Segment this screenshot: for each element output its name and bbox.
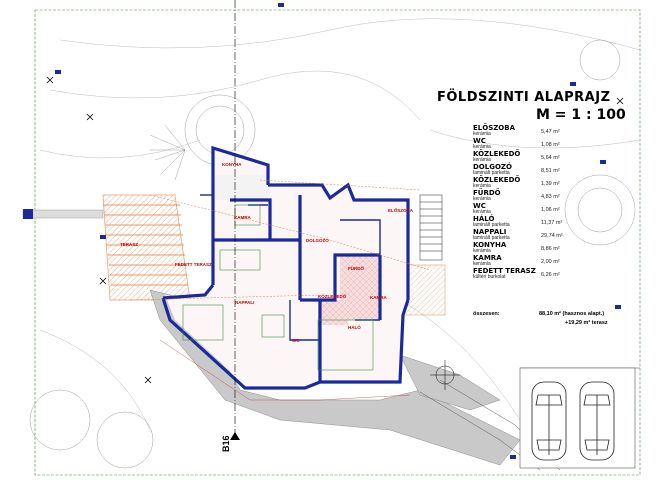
schedule-room-area: 5,64 m² (541, 155, 560, 161)
entry-walkway (22, 209, 104, 219)
totals-heated-area: 88,10 m² (hasznos alapt.) (539, 311, 605, 317)
label-kamra-2: KAMRA (370, 295, 387, 300)
schedule-room-name: KÖZLEKEDŐ (473, 150, 521, 158)
schedule-room-floor: kerámia (473, 131, 491, 137)
schedule-room-floor: kerámia (473, 248, 491, 254)
schedule-room-floor: laminált parketta (473, 170, 510, 176)
schedule-room-floor: kerámia (473, 209, 491, 215)
schedule-room-area: 1,06 m² (541, 207, 560, 213)
schedule-room-area: 29,74 m² (541, 233, 563, 239)
schedule-room-area: 8,86 m² (541, 246, 560, 252)
schedule-room-floor: kerámia (473, 144, 491, 150)
furniture (182, 204, 374, 371)
schedule-room-area: 1,08 m² (541, 142, 560, 148)
label-kamra: KAMRA (234, 215, 251, 220)
label-wc: WC (292, 338, 300, 343)
drawing-scale: M = 1 : 100 (536, 107, 626, 123)
schedule-room-floor: laminált parketta (473, 235, 510, 241)
schedule-room-area: 2,00 m² (541, 259, 560, 265)
schedule-room-area: 11,37 m² (541, 220, 563, 226)
section-mark-label: B16 (221, 435, 231, 452)
schedule-room-floor: kerámia (473, 157, 491, 163)
schedule-room-floor: kerámia (473, 183, 491, 189)
north-arrow (430, 360, 460, 390)
schedule-room-name: HÁLÓ (473, 215, 495, 223)
schedule-room-area: 6,26 m² (541, 272, 560, 278)
schedule-room-name: FEDETT TERASZ (473, 267, 536, 275)
totals-terrace-area: +19,29 m² terasz (565, 320, 608, 326)
label-fedett-terasz: FEDETT TERASZ (175, 262, 212, 267)
schedule-room-area: 1,39 m² (541, 181, 560, 187)
schedule-room-name: KAMRA (473, 254, 502, 262)
label-dolgozo: DOLGOZÓ (306, 238, 329, 243)
paths-dashed (129, 179, 431, 301)
label-furdo: FÜRDŐ (348, 266, 364, 271)
schedule-room-name: WC (473, 202, 486, 210)
schedule-room-name: FÜRDŐ (473, 189, 501, 197)
schedule-room-name: DOLGOZÓ (473, 163, 512, 171)
schedule-room-name: KÖZLEKEDŐ (473, 176, 521, 184)
dimension-lines (159, 339, 411, 401)
label-nappali: NAPPALI (235, 300, 255, 305)
totals-label: összesen: (473, 311, 500, 317)
schedule-room-floor: kerámia (473, 196, 491, 202)
walls (161, 145, 410, 390)
label-konyha: KONYHA (222, 162, 242, 167)
car-right (579, 381, 615, 461)
schedule-room-floor: kerámia (473, 261, 491, 267)
label-kozlekedo: KÖZLEKEDŐ (318, 294, 347, 299)
car-left (531, 381, 567, 461)
drawing-title: FÖLDSZINTI ALAPRAJZ (437, 90, 611, 105)
schedule-room-name: WC (473, 137, 486, 145)
schedule-room-name: NAPPALI (473, 228, 507, 236)
label-eloszoba: ELŐSZOBA (388, 208, 414, 213)
trees (29, 39, 636, 469)
parking-area (519, 367, 636, 469)
tree-sunburst (149, 124, 186, 181)
planting-markers (46, 76, 624, 384)
schedule-room-floor: laminált parketta (473, 222, 510, 228)
schedule-room-floor: kültéri burkolat (473, 274, 506, 280)
level-marks (55, 3, 621, 459)
house-footprint (165, 150, 410, 385)
schedule-room-name: ELŐSZOBA (473, 124, 516, 132)
schedule-room-area: 4,83 m² (541, 194, 560, 200)
contour-lines (39, 18, 641, 431)
schedule-room-area: 8,51 m² (541, 168, 560, 174)
site-boundary (34, 9, 641, 476)
stairs (419, 194, 443, 261)
schedule-room-area: 5,47 m² (541, 129, 560, 135)
label-halo: HÁLÓ (348, 325, 361, 330)
section-arrow (230, 432, 240, 440)
schedule-room-name: KONYHA (473, 241, 507, 249)
label-terasz: TERASZ (120, 242, 138, 247)
